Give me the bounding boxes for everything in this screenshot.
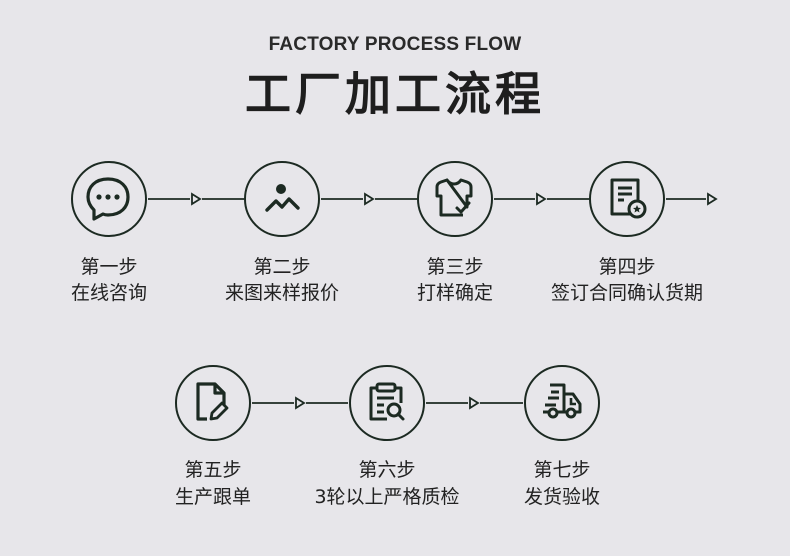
connector-arrow — [148, 192, 244, 206]
clipboard-search-icon — [369, 382, 405, 421]
page-title: 工厂加工流程 — [245, 67, 545, 121]
step-7-number: 第七步 — [533, 459, 591, 481]
step-7-circle — [524, 365, 600, 441]
step-2-circle — [244, 161, 320, 237]
document-edit-icon — [196, 382, 229, 421]
connector-arrow — [426, 396, 523, 410]
step-4-number: 第四步 — [598, 256, 656, 278]
step-1-description: 在线咨询 — [70, 282, 147, 304]
chat-bubble-icon — [86, 177, 130, 221]
step-3-circle — [417, 161, 493, 237]
step-6-description: 3轮以上严格质检 — [314, 486, 460, 508]
step-5-circle — [175, 365, 251, 441]
step-3-number: 第三步 — [426, 256, 484, 278]
step-1-number: 第一步 — [80, 256, 138, 278]
step-6-circle — [349, 365, 425, 441]
subtitle: FACTORY PROCESS FLOW — [268, 34, 522, 55]
step-6-number: 第六步 — [358, 459, 416, 481]
step-7-description: 发货验收 — [523, 486, 600, 508]
connector-arrow — [666, 192, 718, 206]
image-mountain-icon — [265, 184, 300, 212]
step-5-description: 生产跟单 — [174, 486, 251, 508]
connector-arrow — [494, 192, 589, 206]
contract-star-icon — [610, 178, 647, 219]
delivery-truck-icon — [543, 383, 582, 419]
step-3-description: 打样确定 — [416, 282, 493, 304]
step-2-number: 第二步 — [253, 256, 311, 278]
step-2-description: 来图来样报价 — [224, 282, 339, 304]
step-1-circle — [71, 161, 147, 237]
step-4-circle — [589, 161, 665, 237]
step-4-description: 签订合同确认货期 — [550, 282, 703, 304]
connector-arrow — [321, 192, 417, 206]
step-5-number: 第五步 — [184, 459, 242, 481]
connector-arrow — [252, 396, 348, 410]
shirt-check-icon — [435, 178, 473, 217]
